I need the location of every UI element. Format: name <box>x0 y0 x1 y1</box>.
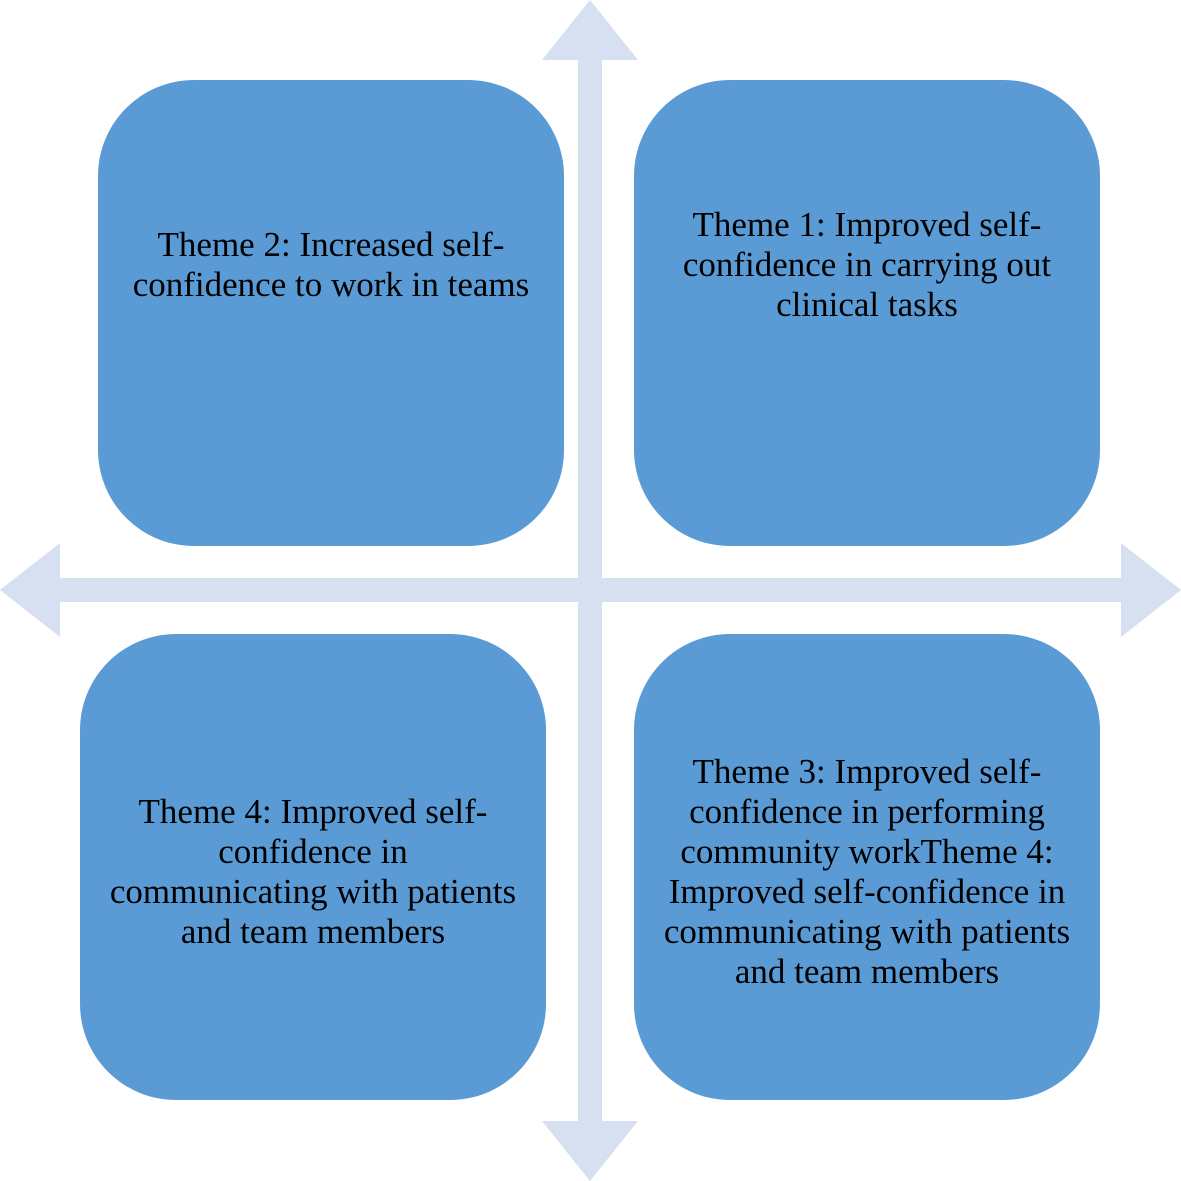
theme-2-text: Theme 2: Increased self-confidence to wo… <box>132 225 530 304</box>
theme-1-box: Theme 1: Improved self-confidence in car… <box>634 80 1100 546</box>
theme-4-text: Theme 4: Improved self-confidence in com… <box>109 792 517 951</box>
horizontal-arrow <box>0 543 1181 637</box>
theme-2-box: Theme 2: Increased self-confidence to wo… <box>98 80 564 546</box>
theme-3-box: Theme 3: Improved self-confidence in per… <box>634 634 1100 1100</box>
theme-4-box: Theme 4: Improved self-confidence in com… <box>80 634 546 1100</box>
theme-3-text: Theme 3: Improved self-confidence in per… <box>663 752 1071 991</box>
theme-1-text: Theme 1: Improved self-confidence in car… <box>682 205 1052 324</box>
